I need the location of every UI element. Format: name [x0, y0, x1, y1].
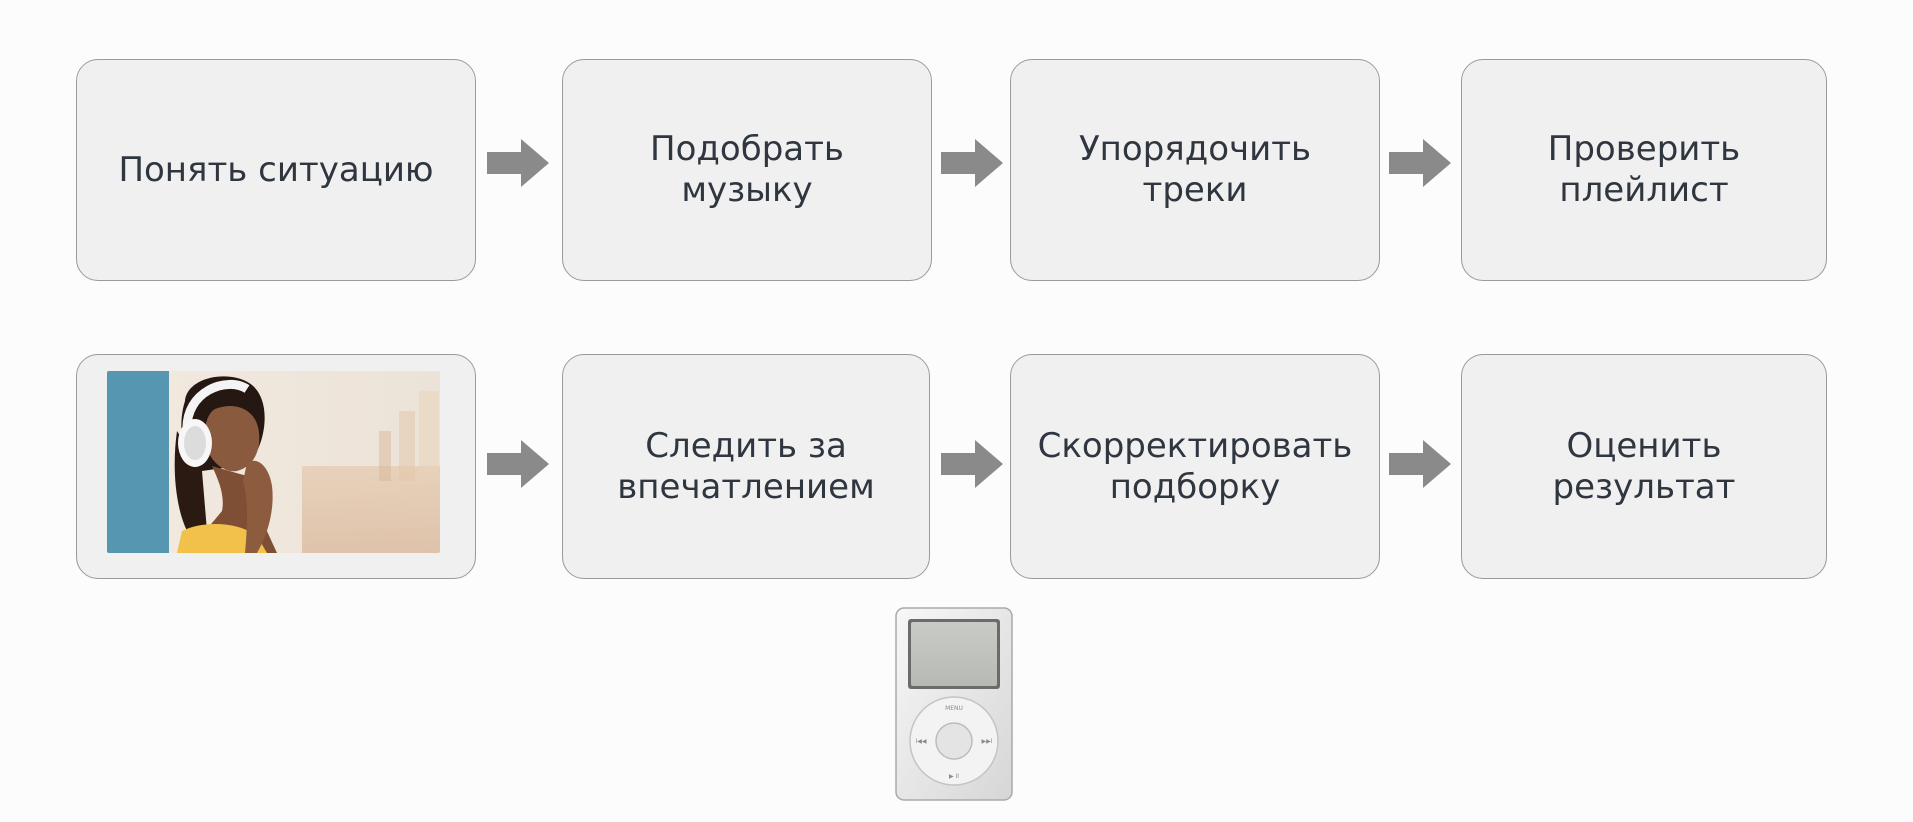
- play-label: ▶ II: [949, 773, 959, 780]
- step-label: Упорядочить треки: [1078, 129, 1312, 210]
- listener-photo-card: [76, 354, 476, 579]
- step-check-playlist: Проверить плейлист: [1461, 59, 1827, 281]
- woman-with-headphones-photo: [107, 371, 440, 553]
- step-order-tracks: Упорядочить треки: [1010, 59, 1380, 281]
- arrow-right-icon: [487, 440, 549, 488]
- menu-label: MENU: [945, 705, 963, 712]
- step-label: Подобрать музыку: [650, 129, 844, 210]
- step-label: Понять ситуацию: [118, 149, 434, 190]
- step-track-impression: Следить за впечатлением: [562, 354, 930, 579]
- step-select-music: Подобрать музыку: [562, 59, 932, 281]
- step-understand-situation: Понять ситуацию: [76, 59, 476, 281]
- step-label: Следить за впечатлением: [617, 425, 875, 507]
- step-label: Оценить результат: [1552, 425, 1736, 507]
- arrow-right-icon: [941, 440, 1003, 488]
- music-player-icon: MENU I◀◀ ▶▶I ▶ II: [895, 607, 1013, 801]
- arrow-right-icon: [941, 139, 1003, 187]
- prev-label: I◀◀: [916, 738, 927, 745]
- step-evaluate-result: Оценить результат: [1461, 354, 1827, 579]
- arrow-right-icon: [1389, 440, 1451, 488]
- next-label: ▶▶I: [982, 738, 993, 745]
- step-label: Проверить плейлист: [1547, 129, 1741, 210]
- step-adjust-selection: Скорректировать подборку: [1010, 354, 1380, 579]
- arrow-right-icon: [1389, 139, 1451, 187]
- arrow-right-icon: [487, 139, 549, 187]
- step-label: Скорректировать подборку: [1037, 425, 1353, 507]
